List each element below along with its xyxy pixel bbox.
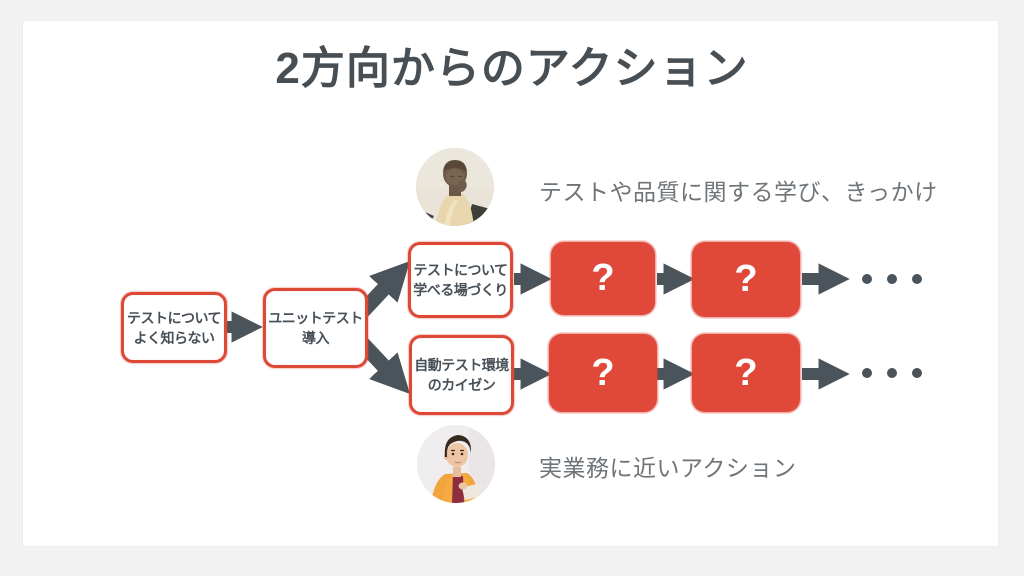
smiling-man-photo-icon: [417, 425, 495, 503]
flow-box-start: テストについて よく知らない: [121, 292, 227, 363]
smiling-man-avatar: [417, 425, 495, 503]
slide-title: 2方向からのアクション: [275, 44, 749, 93]
flow-box-unit-test-line2: 導入: [302, 330, 330, 346]
flow-box-learning-place: テストについて 学べる場づくり: [408, 242, 513, 318]
question-mark: ?: [734, 258, 758, 300]
ellipsis-dot: [862, 274, 872, 284]
flow-box-unit-test-line1: ユニットテスト: [268, 310, 363, 326]
ellipsis-icon-top: [862, 274, 922, 284]
ellipsis-dot: [912, 274, 922, 284]
flow-box-learning-place-line2: 学べる場づくり: [413, 282, 508, 298]
flow-box-start-line2: よく知らない: [133, 329, 216, 346]
ellipsis-dot: [862, 368, 872, 378]
bottom-lane-caption: 実業務に近いアクション: [539, 455, 797, 481]
flow-box-start-line1: テストについて: [126, 309, 222, 326]
flow-box-auto-test-env-line1: 自動テスト環境: [414, 357, 509, 373]
question-box-bottom-1: ?: [549, 334, 657, 412]
buddha-figurine-avatar: [416, 148, 494, 226]
flow-box-learning-place-line1: テストについて: [413, 262, 508, 278]
flow-box-unit-test: ユニットテスト 導入: [263, 288, 368, 368]
question-mark: ?: [591, 257, 615, 299]
question-box-top-1: ?: [551, 242, 655, 315]
flow-box-auto-test-env-line2: のカイゼン: [427, 377, 496, 393]
ellipsis-icon-bottom: [862, 368, 922, 378]
question-mark: ?: [734, 351, 758, 394]
question-box-bottom-2: ?: [692, 334, 800, 412]
ellipsis-dot: [912, 368, 922, 378]
question-mark: ?: [591, 351, 615, 394]
flow-box-auto-test-env: 自動テスト環境 のカイゼン: [409, 335, 514, 415]
question-box-top-2: ?: [692, 242, 800, 317]
ellipsis-dot: [887, 368, 897, 378]
buddha-figurine-photo-icon: [416, 148, 494, 226]
top-lane-caption: テストや品質に関する学び、きっかけ: [539, 179, 938, 205]
ellipsis-dot: [887, 274, 897, 284]
